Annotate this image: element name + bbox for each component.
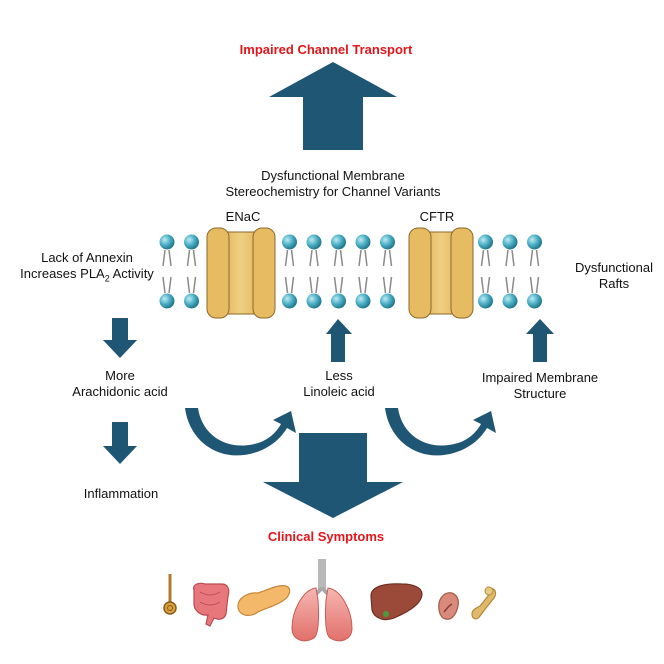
inflammation-label: Inflammation [83,486,159,501]
membrane-structure-line1: Impaired Membrane [481,370,599,385]
lipid-head [502,234,518,250]
down-arrow-clinical-symptoms [263,433,403,518]
lipid-head [306,234,322,250]
lipid-head [355,234,371,250]
lipid-head [478,234,493,250]
lipid-head [159,293,175,309]
up-arrow-membrane-structure [526,319,554,362]
membrane-structure-label: Impaired Membrane Structure [482,370,598,402]
lipid-head [527,293,542,309]
lipid-tail [309,249,319,267]
down-arrow-arachidonic [103,318,137,358]
clinical-symptoms-title: Clinical Symptoms [267,529,385,544]
lipid-tail [529,249,540,267]
lipid-head [380,234,395,250]
impaired-channel-transport-title: Impaired Channel Transport [239,42,413,57]
lipid-tail [480,249,491,267]
arachidonic-label: More Arachidonic acid [72,368,167,400]
lipid-tail [480,276,491,294]
enac-label: ENaC [225,209,261,224]
lipid-head [306,293,322,309]
curved-arrow-left [185,408,296,456]
annexin-line1: Lack of Annexin [41,250,133,265]
membrane-structure-line2: Structure [513,386,567,401]
lipid-head [380,293,395,309]
lipid-tail [186,276,197,294]
intestine-icon [163,574,177,615]
lipid-head [282,234,297,250]
linoleic-label: Less Linoleic acid [303,368,375,400]
stereochemistry-line1: Dysfunctional Membrane [261,168,405,183]
lipid-tail [505,276,515,294]
lipid-tail [284,249,295,267]
lipid-tail [333,249,344,267]
lipid-head [159,234,175,250]
lipid-tail [284,276,295,294]
lipid-tail [309,276,319,294]
rafts-line2: Rafts [598,276,630,291]
annexin-label: Lack of Annexin Increases PLA2 Activity [12,250,162,287]
cftr-channel [408,227,474,319]
arachidonic-line1: More [105,368,135,383]
liver-icon [370,583,423,621]
lipid-head [527,234,542,250]
annexin-line2: Increases PLA2 Activity [20,266,154,284]
lipid-tail [505,249,515,267]
lipid-bilayer [159,234,542,309]
lipid-head [184,293,199,309]
up-arrow-linoleic [326,319,352,362]
pancreas-icon [237,585,291,616]
curved-arrow-right [385,408,496,456]
lipid-tail [382,249,393,267]
arachidonic-line2: Arachidonic acid [72,384,168,399]
bone-icon [471,586,497,620]
lipid-tail [162,249,172,267]
stereochemistry-label: Dysfunctional Membrane Stereochemistry f… [225,168,440,200]
lipid-head [331,293,346,309]
lipid-head [331,234,346,250]
lipid-head [502,293,518,309]
linoleic-line2: Linoleic acid [303,384,375,399]
lipid-head [184,234,199,250]
lungs-icon [291,559,353,642]
lipid-tail [358,276,368,294]
lipid-tail [358,249,368,267]
dysfunctional-rafts-label: Dysfunctional Rafts [566,260,662,292]
lipid-tail [382,276,393,294]
lipid-head [478,293,493,309]
lipid-tail [529,276,540,294]
rafts-line1: Dysfunctional [574,260,654,275]
cftr-label: CFTR [419,209,455,224]
kidney-icon [438,592,459,620]
stereochemistry-line2: Stereochemistry for Channel Variants [225,184,441,199]
down-arrow-inflammation [103,422,137,464]
lipid-tail [162,276,172,294]
lipid-tail [186,249,197,267]
up-arrow-channel-transport [269,62,397,150]
lipid-head [282,293,297,309]
lipid-head [355,293,371,309]
colon-icon [193,582,230,627]
enac-channel [206,227,276,319]
lipid-tail [333,276,344,294]
linoleic-line1: Less [325,368,353,383]
